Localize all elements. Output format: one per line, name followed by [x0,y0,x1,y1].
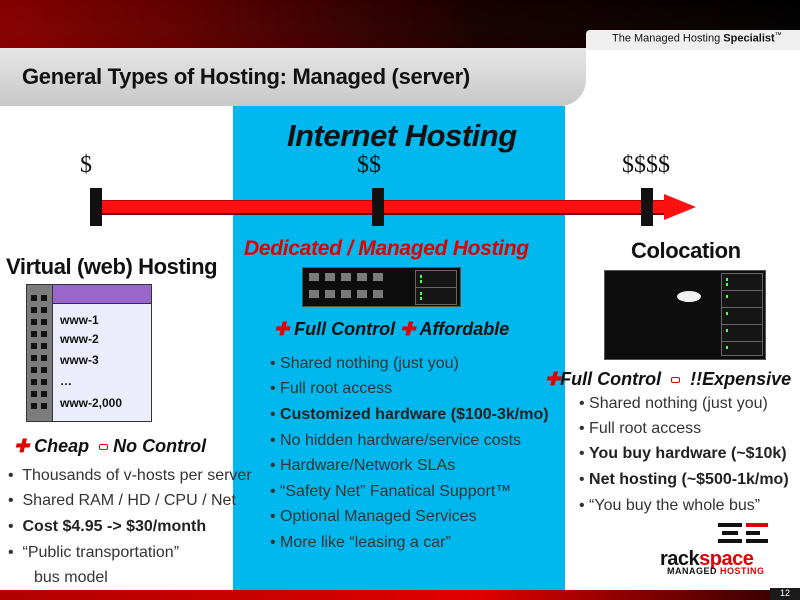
tagline-box [586,30,800,50]
dedicated-bullet: • No hidden hardware/service costs [270,432,522,449]
internet-hosting-heading: Internet Hosting [287,118,517,153]
plus-icon: ✚ [400,319,416,339]
virtual-host-list-panel [52,284,152,422]
virtual-bullet: • Cost $4.95 -> $30/month [8,518,207,535]
vhost-item: www-2,000 [60,396,123,410]
dedicated-bullet: • Optional Managed Services [270,508,477,525]
dedicated-bullet: • More like “leasing a car” [270,534,451,551]
virtual-hosting-heading: Virtual (web) Hosting [6,254,218,279]
colocation-bullet: • Net hosting (~$500-1k/mo) [579,471,789,488]
tagline: The Managed Hosting Specialist™ [612,32,782,45]
virtual-host-panel-header [52,284,152,304]
virtual-bullet: • “Public transportation” [8,544,180,561]
dedicated-bullet: • Full root access [270,380,393,397]
colocation-pros-cons: ✚Full Control !!Expensive [545,369,791,390]
virtual-bullet: • Thousands of v-hosts per server [8,467,252,484]
page-number: 12 [780,588,791,598]
plus-icon: ✚ [14,436,30,456]
plus-icon: ✚ [274,319,290,339]
arrow-tick-mid [372,188,384,226]
arrow-tick-low [90,188,102,226]
slide-title: General Types of Hosting: Managed (serve… [22,64,470,89]
minus-icon [671,377,681,384]
center-panel [233,106,565,590]
footer-bar [0,590,800,600]
virtual-bullet: • Shared RAM / HD / CPU / Net [8,492,236,509]
dedicated-server-image [302,267,461,307]
minus-icon [99,444,109,451]
colocation-heading: Colocation [631,238,741,263]
vhost-item: www-3 [60,353,99,367]
dedicated-pro-1: Full Control [294,319,396,339]
dedicated-pro-2: Affordable [419,319,510,339]
vhost-item: www-1 [60,313,99,327]
colocation-bullet: • You buy hardware (~$10k) [579,445,787,462]
colocation-bullet: • Shared nothing (just you) [579,395,768,412]
virtual-bullet-continuation: bus model [34,569,108,586]
colocation-pro: Full Control [560,369,662,389]
dedicated-bullet: • “Safety Net” Fanatical Support™ [270,483,512,500]
colocation-bullet: • Full root access [579,420,702,437]
vhost-item: www-2 [60,332,99,346]
virtual-pros-cons: ✚ Cheap No Control [14,436,206,457]
page-number-box [770,588,800,600]
colocation-bullet: • “You buy the whole bus” [579,497,761,514]
dedicated-bullet: • Hardware/Network SLAs [270,457,456,474]
plus-icon: ✚ [545,369,561,389]
price-mid: $$ [357,152,381,178]
virtual-server-rack [26,284,54,422]
virtual-pro: Cheap [34,436,90,456]
colocation-con: !!Expensive [690,369,792,389]
price-low: $ [80,152,92,178]
title-bar [0,48,586,106]
rackspace-logo: rackspace [660,548,754,570]
colocation-rack-image [604,270,766,360]
dedicated-pros: ✚ Full Control ✚ Affordable [274,319,509,340]
dedicated-bullet: • Customized hardware ($100-3k/mo) [270,406,549,423]
logo-subtitle: MANAGED HOSTING [667,566,765,576]
price-high: $$$$ [622,152,670,178]
dedicated-hosting-heading: Dedicated / Managed Hosting [244,237,529,260]
arrow-tick-high [641,188,653,226]
virtual-con: No Control [113,436,207,456]
rackspace-logo-mark [718,523,770,547]
vhost-item: … [60,374,72,388]
dedicated-bullet: • Shared nothing (just you) [270,355,459,372]
cost-arrow-head [664,194,696,220]
